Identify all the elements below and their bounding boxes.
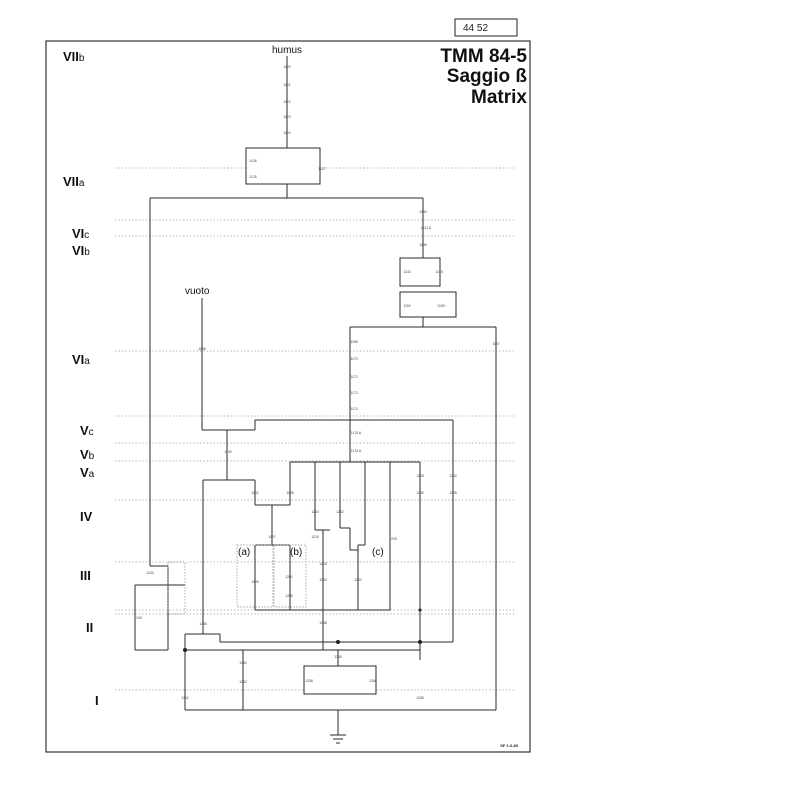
phase-label-viia: VIIa — [63, 174, 85, 189]
unit-label: 1176 A — [351, 449, 362, 453]
annotation-a: (a) — [238, 547, 250, 558]
unit-label: 1210 — [311, 510, 319, 514]
phase-label-vic: VIc — [72, 226, 89, 241]
unit-label: 1172 — [350, 375, 357, 379]
unit-label: 1173 — [350, 391, 357, 395]
unit-box-viia — [245, 147, 321, 185]
unit-label: 1218 — [319, 562, 327, 566]
unit-label: 1188 — [198, 347, 205, 351]
annotation-c: (c) — [372, 547, 384, 558]
unit-label: 1176 A — [351, 431, 362, 435]
sheet-frame — [45, 40, 531, 753]
unit-label: 1220 — [319, 578, 327, 582]
unit-label: 1230 — [416, 491, 424, 495]
group-box-b — [273, 544, 307, 608]
unit-label: 1131 A — [421, 226, 432, 230]
unit-label: 1127 — [318, 167, 325, 171]
humus-label: humus — [272, 45, 302, 56]
unit-box-vib-1 — [399, 257, 441, 287]
phase-label-iii: III — [80, 568, 91, 583]
unit-label: 1190 — [224, 450, 231, 454]
sheet-number: 44 52 — [463, 23, 488, 34]
phase-label-iv: IV — [80, 509, 93, 524]
group-box-a — [236, 544, 274, 608]
phase-label-va: Va — [80, 465, 95, 480]
unit-label: 1245 — [199, 622, 207, 626]
junction-dots — [183, 608, 422, 652]
phase-label-i: I — [95, 693, 99, 708]
unit-label: 1205 — [285, 594, 293, 598]
unit-label: 1125 — [249, 175, 256, 179]
phase-labels: VIIb VIIa VIc VIb VIa Vc Vb Va IV III II… — [63, 49, 99, 708]
unit-label: 1124 — [283, 131, 290, 135]
unit-label: 1215 — [311, 535, 319, 539]
unit-label: 1262 — [181, 696, 189, 700]
unit-label: 1240 — [146, 571, 154, 575]
annotation-b: (b) — [290, 547, 302, 558]
unit-label: 1122 — [283, 100, 290, 104]
unit-label: 1212 — [336, 510, 344, 514]
void-label: vuoto — [185, 286, 210, 297]
unit-label: 1170 — [350, 357, 357, 361]
title-line-3: Matrix — [471, 87, 527, 108]
unit-label: 1243 — [134, 616, 142, 620]
unit-label: 1228 — [416, 474, 424, 478]
unit-label: 1260 — [369, 679, 377, 683]
unit-label: 1150 — [403, 304, 410, 308]
sheet-number-box: 44 52 — [454, 18, 518, 37]
unit-label: 1248 — [319, 621, 327, 625]
unit-label: 1225 — [389, 537, 397, 541]
unit-label: 1222 — [354, 578, 362, 582]
unit-label: 1140 — [403, 270, 410, 274]
unit-label: 1265 — [416, 696, 424, 700]
unit-label: 1126 — [249, 159, 256, 163]
unit-labels: 1120 1121 1122 1123 1124 1126 1125 1127 … — [134, 65, 500, 700]
unit-label: 1252 — [239, 680, 247, 684]
phase-label-vib: VIb — [72, 243, 90, 258]
unit-label: 1202 — [285, 575, 293, 579]
unit-label: 1192 — [251, 491, 258, 495]
unit-label: 1155 — [437, 304, 444, 308]
phase-boundaries — [115, 167, 515, 691]
unit-label: 1250 — [239, 661, 247, 665]
unit-label: 1130 — [419, 210, 426, 214]
diagram-title: TMM 84-5 Saggio ß Matrix — [440, 46, 527, 108]
unit-label: 1195 — [286, 491, 293, 495]
unit-label: 1145 — [435, 270, 442, 274]
unit-label: 1157 — [492, 342, 499, 346]
unit-label: 1120 — [283, 65, 290, 69]
phase-label-vb: Vb — [80, 447, 95, 462]
unit-label: 1174 — [350, 407, 357, 411]
unit-label: 1123 — [283, 115, 290, 119]
unit-label: 1199 — [251, 580, 258, 584]
phase-label-vc: Vc — [80, 423, 94, 438]
unit-label: 1258 — [305, 679, 313, 683]
title-line-2: Saggio ß — [447, 66, 528, 87]
unit-label: 1232 — [449, 474, 457, 478]
group-box-ii — [167, 561, 186, 615]
unit-box-vib-2 — [399, 291, 457, 318]
title-line-1: TMM 84-5 — [440, 46, 527, 67]
phase-label-ii: II — [86, 620, 93, 635]
phase-label-viib: VIIb — [63, 49, 85, 64]
unit-label: 1235 — [449, 491, 457, 495]
unit-label: 1255 — [334, 655, 342, 659]
footer-ref: SF 1-6-89 — [500, 743, 519, 748]
ground-icon — [330, 734, 346, 744]
unit-label: 1197 — [268, 535, 275, 539]
unit-label: 1168 — [350, 340, 357, 344]
unit-label: 1135 — [419, 243, 426, 247]
unit-box-i — [303, 665, 377, 695]
unit-label: 1121 — [283, 83, 290, 87]
phase-label-via: VIa — [72, 352, 90, 367]
